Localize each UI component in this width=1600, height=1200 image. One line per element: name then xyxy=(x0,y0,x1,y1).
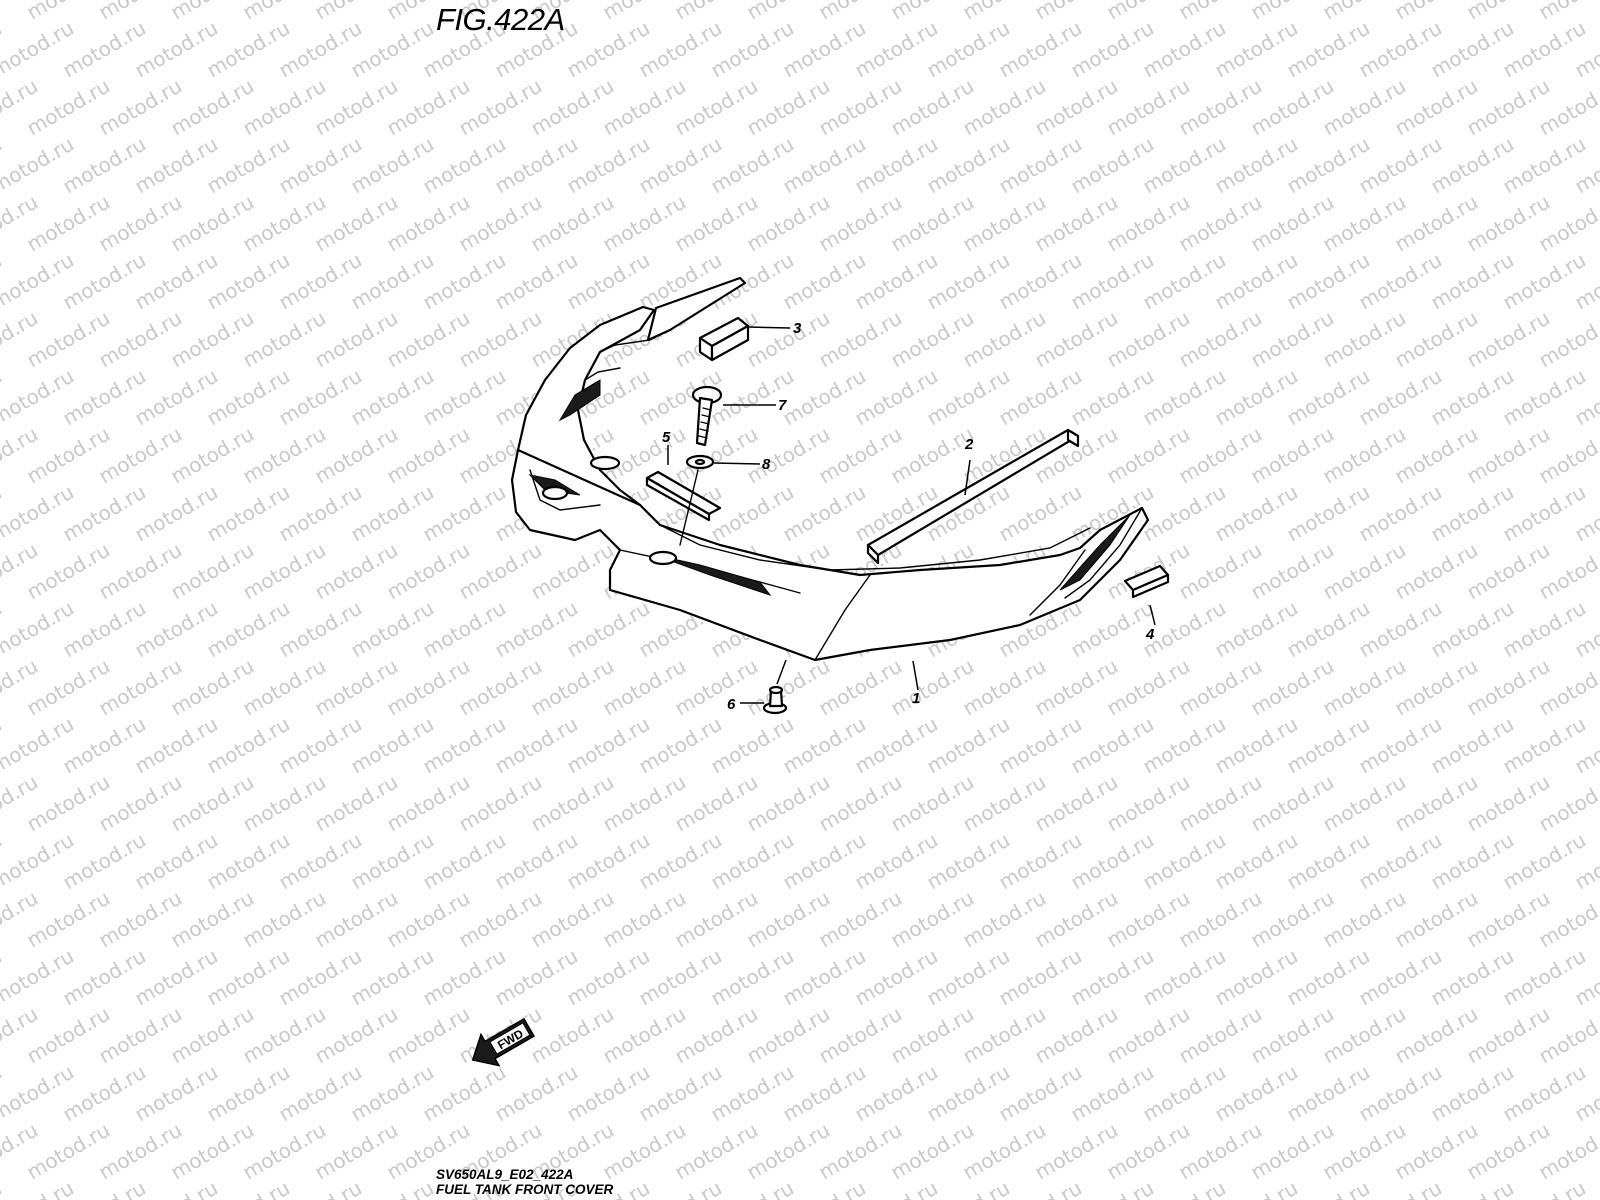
figure-code: SV650AL9_E02_422A xyxy=(436,1167,574,1182)
watermark-text: motod.ru xyxy=(1535,0,1600,24)
cushion-part-3[interactable] xyxy=(698,316,791,362)
figure-caption: FUEL TANK FRONT COVER xyxy=(436,1182,614,1197)
cushion-part-5[interactable] xyxy=(645,445,722,522)
callout-7: 7 xyxy=(778,397,787,414)
callout-2: 2 xyxy=(964,436,974,453)
cushion-part-4[interactable] xyxy=(1123,564,1170,626)
figure-title: FIG.422A xyxy=(436,2,565,37)
callout-3: 3 xyxy=(793,320,802,337)
watermark-text: motod.ru xyxy=(0,1176,6,1200)
seal-strip-part-2[interactable] xyxy=(866,428,1080,565)
callout-5: 5 xyxy=(662,429,671,446)
callout-6: 6 xyxy=(727,696,736,713)
callout-8: 8 xyxy=(762,456,771,473)
bolt-part-6[interactable] xyxy=(740,659,788,715)
screw-part-7[interactable] xyxy=(691,385,776,447)
washer-part-8[interactable] xyxy=(679,454,761,546)
callout-1: 1 xyxy=(912,690,920,707)
front-cover-part-1[interactable] xyxy=(510,276,1150,691)
callout-4: 4 xyxy=(1145,626,1155,643)
